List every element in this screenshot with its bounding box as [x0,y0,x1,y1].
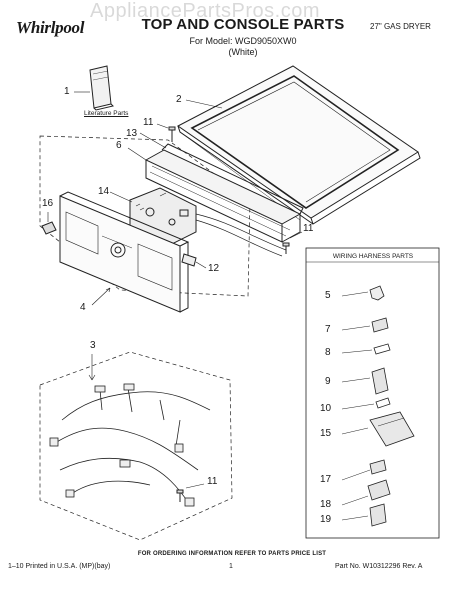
callout-11-top: 11 [143,117,154,128]
console-panel-drawing [59,191,190,313]
callout-6: 6 [116,140,122,151]
callout-9: 9 [325,376,331,387]
callout-14: 14 [98,186,110,197]
console-frame-drawing [144,143,304,243]
ordering-note: FOR ORDERING INFORMATION REFER TO PARTS … [137,551,327,557]
brand-logo: Whirlpool [16,18,85,37]
screw-drawing [282,242,290,254]
callout-12: 12 [208,263,220,274]
watermark: AppliancePartsPros.com [90,0,320,22]
callout-2: 2 [176,94,182,105]
part-12-drawing [181,253,197,267]
callout-1: 1 [64,86,70,97]
callout-19: 19 [320,514,332,525]
leader-2 [185,99,223,109]
control-board-drawing [129,187,197,247]
callout-5: 5 [325,290,331,301]
callout-4: 4 [80,302,86,313]
wiring-parts-box [305,247,440,539]
literature-parts-label: Literature Parts [84,110,129,117]
part-number: Part No. W10312296 Rev. A [335,563,423,570]
print-info: 1–10 Printed in U.S.A. (MP)(bay) [8,563,111,570]
product-type: 27" GAS DRYER [370,22,431,31]
callout-11-lower: 11 [207,476,218,487]
callout-7: 7 [325,324,331,335]
callout-17: 17 [320,474,332,485]
callout-3: 3 [90,340,96,351]
wire-harness-outline [39,351,233,541]
page-title: TOP AND CONSOLE PARTS [141,16,345,33]
literature-booklet-drawing [89,65,114,111]
callout-16: 16 [42,198,54,209]
callout-18: 18 [320,499,332,510]
wiring-harness-title: WIRING HARNESS PARTS [332,253,414,260]
callout-13: 13 [126,128,138,139]
main-wire-harness-drawing [49,383,211,507]
model-line: For Model: WGD9050XW0 [189,36,297,46]
screw-drawing [176,489,184,502]
wiring-parts-drawings [341,285,415,527]
callout-10: 10 [320,403,332,414]
page-number: 1 [229,563,233,570]
callout-15: 15 [320,428,332,439]
knob-drawing [41,221,57,235]
color-line: (White) [228,47,258,57]
console-assembly-outline [39,135,251,297]
callout-11-right: 11 [303,223,314,234]
callout-8: 8 [325,347,331,358]
screw-drawing [168,126,176,142]
top-panel-drawing [177,65,421,225]
